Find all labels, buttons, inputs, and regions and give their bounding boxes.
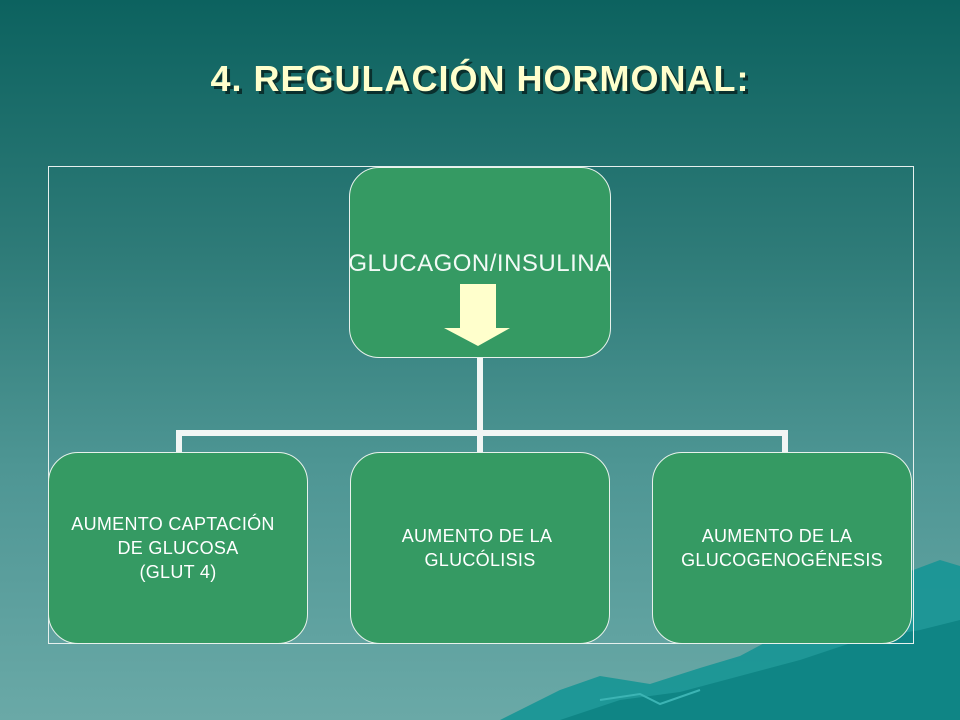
connector-left-drop: [176, 430, 182, 452]
child-label-line: AUMENTO DE LA: [401, 526, 553, 546]
connector-root-stem: [477, 358, 483, 436]
child-label-line: AUMENTO CAPTACIÓN: [71, 514, 275, 534]
connector-right-drop: [782, 430, 788, 452]
child-label-line: GLUCOGENOGÉNESIS: [681, 550, 883, 570]
child-label-captacion: AUMENTO CAPTACIÓN DE GLUCOSA (GLUT 4): [48, 512, 308, 584]
child-node-glucogenogenesis: [652, 452, 912, 644]
down-arrow-icon: [444, 284, 510, 346]
child-label-line: AUMENTO DE LA: [701, 526, 853, 546]
child-node-glucolisis: [350, 452, 610, 644]
slide-title: 4. REGULACIÓN HORMONAL:: [210, 58, 750, 99]
child-node-captacion: [48, 452, 308, 644]
connector-center-drop: [477, 430, 483, 452]
child-label-line: (GLUT 4): [139, 562, 217, 582]
child-label-glucogenogenesis: AUMENTO DE LA GLUCOGENOGÉNESIS: [652, 524, 912, 572]
child-label-line: DE GLUCOSA: [117, 538, 239, 558]
child-label-glucolisis: AUMENTO DE LA GLUCÓLISIS: [350, 524, 610, 572]
root-node-label: GLUCAGON/INSULINA: [348, 250, 612, 277]
child-label-line: GLUCÓLISIS: [424, 550, 536, 570]
